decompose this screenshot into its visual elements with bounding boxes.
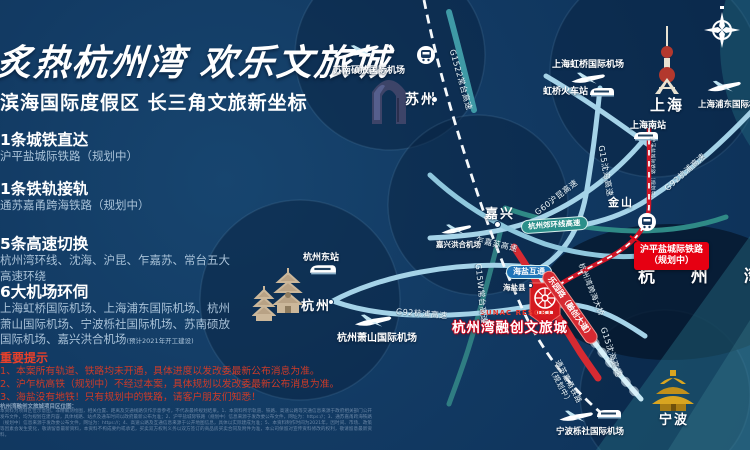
poster-title: 炙热杭州湾 欢乐文旅城	[0, 42, 393, 84]
ningbo-temple-icon	[652, 370, 694, 411]
plane-icon-lishe	[559, 410, 593, 422]
teal-wedge-inner	[668, 320, 750, 450]
airport-label-hongqiao: 上海虹桥国际机场	[552, 60, 625, 70]
city-label-haiyan-county: 海盐县	[503, 283, 526, 292]
notice-item-2: 2、沪乍杭高铁（规划中）不经过本案，具体规划以发改委最新公布消息为准。	[0, 379, 340, 390]
tongsujiayong-railway	[422, 0, 601, 414]
metro-icon-jinshan-line	[638, 213, 656, 231]
plane-icon-pudong	[707, 80, 741, 92]
feature-detail-track: 通苏嘉甬跨海铁路（规划中）	[0, 198, 150, 212]
city-label-jinshan: 金山	[608, 196, 634, 209]
feature-heading-expressway: 5条高速切换	[0, 235, 89, 253]
train-icon-hangzhou-east	[310, 265, 336, 275]
plane-icon-honghe	[441, 224, 472, 234]
pill-haiyan-interchange: 海盐互通	[506, 265, 552, 279]
metro-icon-suzhou-line	[417, 46, 435, 64]
city-label-hangzhou: 杭州	[301, 299, 332, 314]
disclaimer-title: 杭州湾融创文旅城项目区位图：	[0, 404, 78, 410]
feature-heading-airports: 6大机场环伺	[0, 283, 89, 301]
feature-heading-rail: 1条城铁直达	[0, 131, 89, 149]
airport-label-sunan: 苏南硕放国际机场	[333, 66, 406, 76]
airports-list: 上海虹桥国际机场、上海浦东国际机场、杭州萧山国际机场、宁波栎社国际机场、苏南硕放…	[0, 301, 230, 346]
bay-label: 杭 州 湾	[638, 267, 750, 287]
plane-icon-xiaoshan	[354, 314, 392, 327]
city-label-suzhou: 苏州	[405, 92, 437, 108]
train-icon-hongqiao	[590, 88, 614, 97]
pagoda-small-icon	[252, 286, 276, 321]
airport-label-honghe: 嘉兴洪合机场	[436, 240, 481, 249]
airport-label-xiaoshan: 杭州萧山国际机场	[337, 333, 417, 344]
sunac-resort-cn-label: 杭州湾融创文旅城	[452, 320, 568, 336]
feature-detail-airports: 上海虹桥国际机场、上海浦东国际机场、杭州萧山国际机场、宁波栎社国际机场、苏南硕放…	[0, 301, 236, 350]
feature-detail-rail: 沪平盐城际铁路（规划中）	[0, 149, 138, 163]
city-label-shanghai: 上海	[650, 96, 685, 114]
rail-label-hupingyan-inline: 沪平盐城际铁路（规划中）	[649, 137, 655, 202]
feature-detail-expressway: 杭州湾环线、沈海、沪昆、乍嘉苏、常台五大高速环绕	[0, 253, 230, 283]
city-dot-hangzhou	[328, 299, 334, 305]
airport-label-pudong: 上海浦东国际机场	[698, 100, 750, 110]
feature-heading-track: 1条铁轨接轨	[0, 180, 89, 198]
teal-wedge-bottomright	[596, 236, 750, 450]
train-icon-ningbo	[597, 410, 621, 419]
airport-label-lishe: 宁波栎社国际机场	[556, 427, 625, 437]
plane-icon-sunan	[345, 45, 379, 56]
airports-note: (预计2021年开工建设)	[126, 337, 194, 345]
station-label-shanghai-south: 上海南站	[630, 121, 667, 131]
callout-hupingyan-railway: 沪平盐城际铁路（规划中）	[634, 242, 710, 270]
disclaimer-body: 本资料为项目区位示意图，非精确测绘图，相关位置、距离及交通线路仅作示意参考，不代…	[0, 409, 372, 438]
station-label-hongqiao: 虹桥火车站	[543, 87, 589, 97]
callout-line1: 沪平盐城际铁路	[640, 245, 704, 255]
train-icon-shanghai-south	[634, 132, 658, 141]
station-label-hangzhou-east: 杭州东站	[303, 253, 340, 263]
notice-item-3: 3、海盐没有地铁！只有规划中的铁路，请客户朋友们知悉！	[0, 392, 261, 403]
city-dot-jiaxing	[494, 221, 501, 228]
city-label-jiaxing: 嘉兴	[485, 207, 516, 222]
sunac-resort-en-label: SUNAC RESORT	[480, 309, 553, 317]
notice-title: 重要提示	[0, 351, 49, 365]
city-dot-suzhou	[431, 96, 438, 103]
pagoda-large-icon	[272, 268, 304, 313]
city-dot-haiyan	[528, 283, 533, 288]
zone-circles	[199, 0, 750, 450]
city-label-ningbo: 宁波	[659, 413, 690, 428]
plane-icon-hongqiao	[571, 72, 605, 84]
poster-subtitle: 滨海国际度假区 长三角文旅新坐标	[0, 92, 308, 114]
pearl-tower-icon	[655, 26, 679, 94]
notice-item-1: 1、本案所有轨道、铁路均未开通，具体进度以发改委最新公布消息为准。	[0, 366, 320, 377]
suzhou-gate-icon	[372, 80, 406, 124]
callout-line2: （规划中）	[649, 256, 695, 266]
compass-icon	[704, 6, 740, 48]
